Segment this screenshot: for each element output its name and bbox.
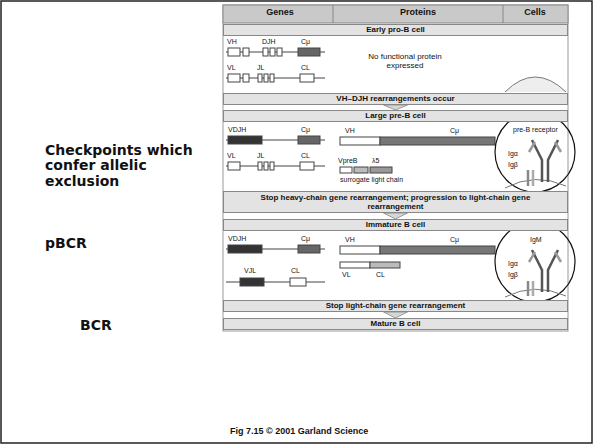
igm-symbol [528,250,561,296]
figure-label: CL [291,267,300,275]
figure-label: Cμ [301,235,310,243]
cell-membrane [505,289,566,297]
figure-label: JL [257,152,264,160]
figure-label: IgM [530,236,542,244]
figure-label: Igβ [508,271,518,279]
figure-label: DJH [262,38,276,46]
figure-label: JL [257,64,264,72]
stage-band: Stop heavy-chain gene rearrangement; pro… [223,191,568,213]
figure-label: VpreB [338,157,357,165]
figure-frame [223,5,568,331]
figure-caption: Fig 7.15 © 2001 Garland Science [230,427,368,437]
figure-label: No functional protein expressed [365,53,445,71]
band-text: Large pre-B cell [365,111,425,120]
pre-b-receptor-symbol [528,140,561,186]
figure-label: VH [345,236,355,244]
column-divider [333,5,334,23]
figure-label: surrogate light chain [340,176,403,184]
rearranged-heavy-gene [226,136,325,170]
column-divider [503,5,504,23]
figure-label: CL [301,64,310,72]
figure-label: VL [342,271,351,279]
figure-label: VH [345,127,355,135]
slide-note: Checkpoints which confer allelic exclusi… [45,143,205,189]
stage-band: Mature B cell [223,318,568,330]
figure-label: λ5 [372,157,379,165]
column-header: Proteins [383,8,453,18]
band-text: Stop light-chain gene rearrangement [326,301,466,310]
germline-genes [226,48,325,82]
slide-note: pBCR [45,236,87,251]
figure-label: VDJH [228,126,246,134]
pre-b-proteins [340,137,495,173]
figure-label: VDJH [228,235,246,243]
stage-band: Large pre-B cell [223,110,568,122]
figure-label: CL [376,271,385,279]
igm-proteins [340,246,495,268]
figure-label: pre-B receptor [513,126,558,134]
highlight-circle [495,222,575,302]
highlight-circle [495,112,575,192]
figure-label: VJL [244,267,256,275]
band-text: VH–DJH rearrangements occur [336,94,454,103]
band-text: Mature B cell [371,319,421,328]
band-text: Stop heavy-chain gene rearrangement; pro… [261,193,531,211]
figure-label: CL [301,152,310,160]
stage-band: Immature B cell [223,219,568,231]
band-text: Early pro-B cell [366,25,425,34]
figure-label: VH [227,38,237,46]
cell-outline [505,77,566,92]
figure-label: Cμ [450,127,459,135]
figure-label: Cμ [301,126,310,134]
stage-band: VH–DJH rearrangements occur [223,93,568,105]
stage-band: Early pro-B cell [223,24,568,36]
band-text: Immature B cell [366,220,426,229]
figure-label: Igα [508,260,518,268]
figure-label: Cμ [301,38,310,46]
cell-membrane [505,179,566,188]
figure-label: VL [227,152,236,160]
header-row [223,5,568,23]
figure-label: Igα [508,150,518,158]
figure-label: VL [227,64,236,72]
stage-band: Stop light-chain gene rearrangement [223,300,568,312]
figure-label: Cμ [450,236,459,244]
column-header: Genes [245,8,315,18]
rearranged-genes [226,245,325,286]
column-header: Cells [505,8,565,18]
figure-label: Igβ [508,161,518,169]
slide-note: BCR [80,318,112,333]
